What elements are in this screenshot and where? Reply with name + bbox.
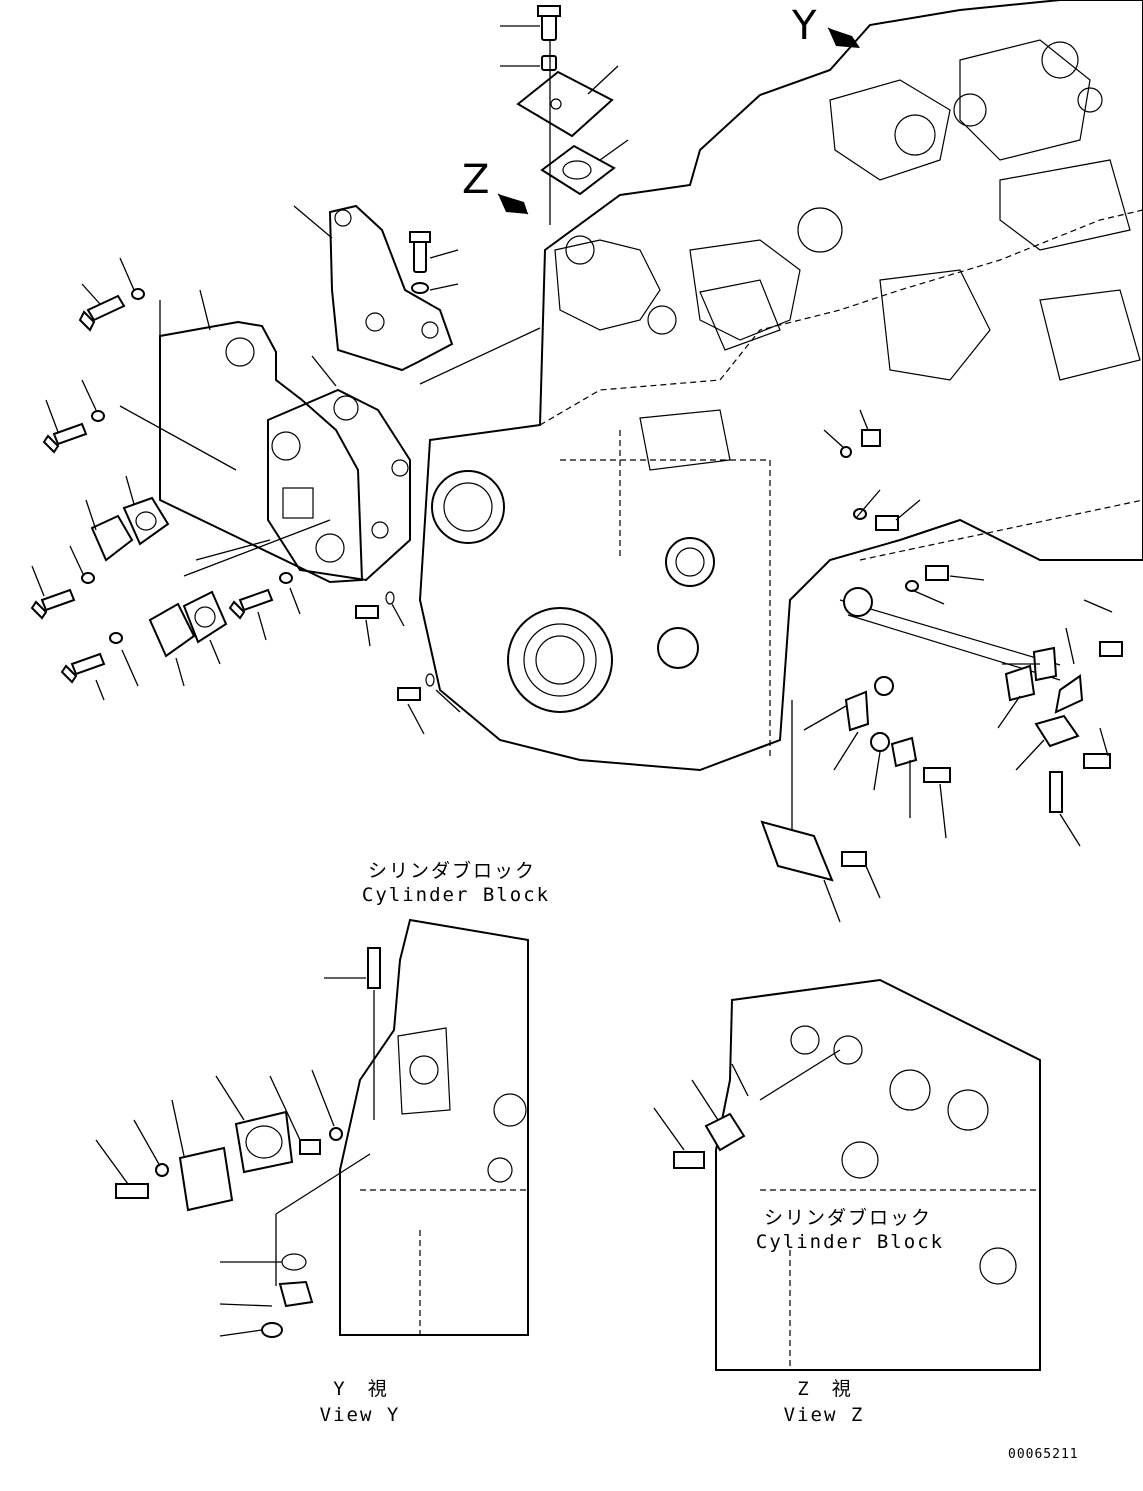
- view-z-caption-en: View Z: [783, 1404, 865, 1426]
- bolt-16: [115, 1183, 149, 1199]
- bolt-6: [355, 605, 379, 619]
- front-cover-plate: [119, 289, 411, 584]
- cylinder-block-label-en-viewz: Cylinder Block: [755, 1231, 945, 1253]
- bolt-8: [861, 429, 881, 447]
- top-cover-stack: [500, 5, 629, 225]
- cylinder-block-label-jp-viewz: シリンダブロック: [763, 1207, 933, 1229]
- bolt-15: [841, 851, 867, 867]
- bolt-11: [1099, 641, 1123, 657]
- cylinder-block-label-jp-main: シリンダブロック: [367, 860, 537, 882]
- view-y-marker: Y: [792, 3, 817, 49]
- bolt-18: [367, 947, 381, 989]
- bolt-3: [30, 588, 76, 620]
- washers: [81, 288, 919, 1338]
- small-covers-left: [90, 496, 331, 658]
- bolt-4: [60, 652, 106, 684]
- bolt-9: [875, 515, 899, 531]
- bolt-19: [673, 1151, 705, 1169]
- drawing-number: 00065211: [1008, 1447, 1079, 1462]
- side-cover-plate: [760, 700, 834, 882]
- bolts: [30, 294, 1123, 1199]
- leader-lines-main: [31, 257, 1113, 923]
- view-y-caption-jp: Y 視: [333, 1378, 389, 1400]
- engine-block-main: [418, 0, 1143, 772]
- view-y-caption-en: View Y: [319, 1404, 401, 1426]
- bolt-1: [78, 294, 126, 332]
- view-z-marker: Z: [462, 157, 490, 203]
- clips: [844, 646, 1084, 768]
- bolt-10: [925, 565, 949, 581]
- mounting-bracket: [293, 204, 541, 385]
- view-arrows: [497, 27, 860, 215]
- view-y-drawing: [95, 918, 529, 1337]
- view-z-caption-jp: Z 視: [797, 1378, 853, 1400]
- bolt-2: [42, 422, 88, 454]
- bolt-14: [923, 767, 951, 783]
- bolt-7: [397, 687, 421, 701]
- bolt-17: [299, 1139, 321, 1155]
- bolt-13: [1049, 771, 1063, 813]
- view-z-drawing: [653, 978, 1041, 1371]
- bolt-12: [1083, 753, 1111, 769]
- cylinder-block-label-en-main: Cylinder Block: [361, 884, 551, 906]
- bolt-5: [228, 588, 274, 620]
